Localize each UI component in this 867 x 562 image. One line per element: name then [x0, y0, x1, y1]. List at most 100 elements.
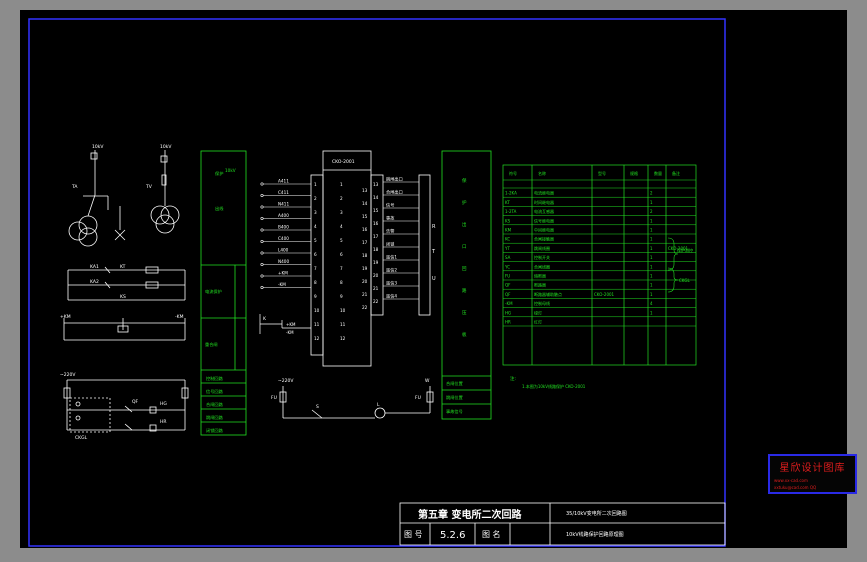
panel-right-row-2: 跳闸位置 — [446, 394, 463, 401]
table-cell: 1 — [650, 246, 653, 251]
relay-input-terminal — [260, 194, 264, 198]
table-cell: 1 — [650, 283, 653, 288]
panel-left — [200, 150, 247, 436]
panel-left-row-5: 闭锁回路 — [206, 427, 224, 434]
bottom-right-supply: W — [425, 378, 430, 384]
left-circuit — [63, 150, 189, 433]
relay-left-term: 12 — [314, 336, 320, 341]
figure-name-label: 图 名 — [482, 529, 501, 539]
table-cell: FU — [505, 274, 510, 279]
schematic-drawing: 10kV 10kV TA TV KA1 KA2 KT KS +KM -KM ~2… — [28, 18, 726, 547]
k-contact — [259, 314, 311, 334]
table-cell: YT — [504, 246, 510, 251]
table-cell: 1-2KA — [505, 191, 517, 196]
relay-output-label: 跳闸出口 — [386, 176, 403, 183]
dc-bus-minus: -KM — [175, 314, 184, 320]
relay-input-label: B400 — [278, 225, 289, 230]
relay-inner-right-term: 18 — [362, 253, 368, 258]
relay-left-term: 1 — [314, 182, 317, 187]
relay-input-terminal — [260, 285, 264, 289]
relay-inner-term: 5 — [340, 238, 343, 243]
panel-right-row-3: 事故信号 — [446, 408, 463, 415]
dc-bus-plus: +KM — [60, 314, 71, 320]
chapter-title: 第五章 变电所二次回路 — [418, 508, 522, 521]
table-cell: YC — [504, 264, 510, 269]
table-cell: 电流互感器 — [534, 208, 554, 214]
panel-left-row-3: 合闸回路 — [206, 401, 224, 408]
relay-output-label: 遥信3 — [386, 280, 397, 287]
relay-inner-term: 12 — [340, 336, 346, 341]
relay-input-label: A411 — [278, 179, 289, 184]
cad-viewport[interactable]: 10kV 10kV TA TV KA1 KA2 KT KS +KM -KM ~2… — [20, 10, 857, 548]
relay-inner-term: 6 — [340, 252, 343, 257]
relay-right-term: 13 — [373, 182, 379, 187]
ac-label-left: ~220V — [60, 372, 76, 378]
panel-left-row-2: 信号回路 — [206, 388, 224, 395]
table-cell: HR — [505, 320, 511, 325]
relay-right-term: 21 — [373, 286, 379, 291]
table-cell: 时间继电器 — [534, 199, 554, 205]
relay-input-label: +KM — [278, 271, 288, 276]
panel-right-letter: 出 — [462, 221, 467, 228]
table-header: 规格 — [630, 170, 638, 176]
relay-left-term: 11 — [314, 322, 320, 327]
relay-inner-term: 9 — [340, 294, 343, 299]
relay-inner-term: 4 — [340, 224, 343, 229]
table-cell: QF — [505, 283, 511, 288]
bottom-right-fu: FU — [415, 395, 421, 401]
panel-left-cell-1: 保护 — [215, 170, 223, 177]
panel-right-row-1: 合闸位置 — [446, 380, 463, 387]
panel-right-letter: 保 — [462, 177, 467, 184]
table-header: 名称 — [538, 170, 546, 176]
table-header: 数量 — [654, 170, 662, 176]
table-cell: 红灯 — [534, 319, 542, 325]
table-braces — [667, 237, 679, 293]
relay-left-term: 8 — [314, 280, 317, 285]
note-text: 1.本图为10kV线路保护 CKO-2001 — [522, 383, 586, 389]
relay-inner-term: 11 — [340, 322, 346, 327]
table-cell: 2 — [650, 191, 653, 196]
relay-side-u: U — [432, 276, 436, 282]
supply-left-label: 10kV — [92, 144, 104, 150]
relay-inner-right-term: 14 — [362, 201, 368, 206]
relay-output-label: 遥信1 — [386, 254, 397, 261]
relay-right-term: 22 — [373, 299, 379, 304]
relay-output-label: 遥信4 — [386, 293, 397, 300]
relay-input-label: N411 — [278, 202, 289, 207]
panel-left-row-4: 跳闸回路 — [206, 414, 224, 421]
relay-row-2: KA2 — [90, 279, 99, 285]
table-cell: -KM — [505, 301, 513, 306]
relay-inner-right-term: 22 — [362, 305, 368, 310]
relay-output-label: 合闸出口 — [386, 189, 403, 196]
table-cell: 1 — [650, 292, 653, 297]
table-cell: CKO-2001 — [668, 246, 689, 251]
panel-right-letter: 护 — [462, 199, 467, 206]
table-cell: 1 — [650, 200, 653, 205]
relay-left-term: 10 — [314, 308, 320, 313]
relay-right-term: 19 — [373, 260, 379, 265]
k-v: -KM — [286, 330, 294, 335]
relay-header: CKO-2001 — [332, 159, 355, 165]
relay-output-label: 遥信2 — [386, 267, 397, 274]
relay-inner-term: 10 — [340, 308, 346, 313]
bottom-lamp-label: L — [377, 402, 380, 408]
panel-left-row-1: 控制回路 — [206, 375, 224, 382]
relay-output-label: 闭锁 — [386, 241, 395, 248]
relay-right-term: 16 — [373, 221, 379, 226]
table-cell: 1 — [650, 218, 653, 223]
note-title: 注: — [510, 375, 516, 382]
panel-right-letter: 回 — [462, 266, 467, 272]
table-cell: 控制开关 — [534, 254, 550, 260]
relay-inner-right-term: 16 — [362, 227, 368, 232]
table-cell: 1 — [650, 237, 653, 242]
relay-input-label: A400 — [278, 213, 289, 218]
brace-label-1: 保护测控 — [677, 247, 693, 253]
table-cell: 信号继电器 — [534, 217, 554, 223]
panel-right-letter: 口 — [462, 244, 467, 250]
left-circuit-labels: 10kV 10kV TA TV KA1 KA2 KT KS +KM -KM ~2… — [60, 144, 184, 441]
table-cell: 1 — [650, 310, 653, 315]
table-cell: CKO-2001 — [594, 292, 615, 297]
relay-row-4: KS — [120, 294, 126, 300]
relay-inner-term: 7 — [340, 266, 343, 271]
lamp-hr: HR — [160, 419, 167, 425]
